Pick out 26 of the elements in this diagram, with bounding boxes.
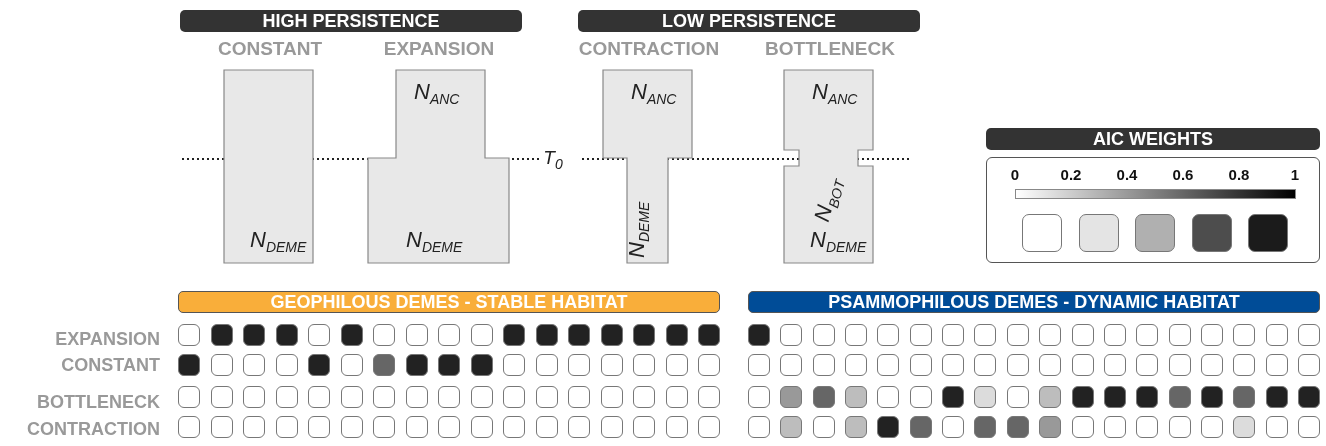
model-row-label: CONSTANT	[61, 355, 160, 376]
scale-tick-label: 0.2	[1060, 166, 1082, 183]
scale-tick-label: 0.6	[1172, 166, 1194, 183]
model-heading: CONSTANT	[217, 38, 323, 60]
model-row-label: BOTTLENECK	[37, 392, 160, 413]
scale-tick-label: 0.8	[1228, 166, 1250, 183]
population-size-label: N$_{DEME}$	[250, 228, 307, 258]
heading-bar: HIGH PERSISTENCE	[180, 10, 522, 32]
model-heading: CONTRACTION	[578, 38, 720, 60]
heading-bar: LOW PERSISTENCE	[578, 10, 920, 32]
heading-bar: AIC WEIGHTS	[986, 128, 1320, 150]
population-size-label: N$_{DEME}$	[810, 228, 867, 258]
heading-bar: GEOPHILOUS DEMES - STABLE HABITAT	[178, 291, 720, 313]
time-label: T$_{0}$	[543, 146, 563, 174]
scale-tick-label: 0.4	[1116, 166, 1138, 183]
population-size-label: N$_{ANC}$	[414, 80, 460, 110]
population-size-label: N$_{ANC}$	[812, 80, 858, 110]
heading-bar: PSAMMOPHILOUS DEMES - DYNAMIC HABITAT	[748, 291, 1320, 313]
model-row-label: EXPANSION	[55, 329, 160, 350]
model-row-label: CONTRACTION	[27, 419, 160, 440]
population-size-label: N$_{DEME}$	[406, 228, 463, 258]
scale-tick-label: 1	[1290, 166, 1300, 183]
model-heading: EXPANSION	[383, 38, 495, 60]
population-size-label: N$_{ANC}$	[631, 80, 677, 110]
model-heading: BOTTLENECK	[765, 38, 895, 60]
scale-tick-label: 0	[1010, 166, 1020, 183]
